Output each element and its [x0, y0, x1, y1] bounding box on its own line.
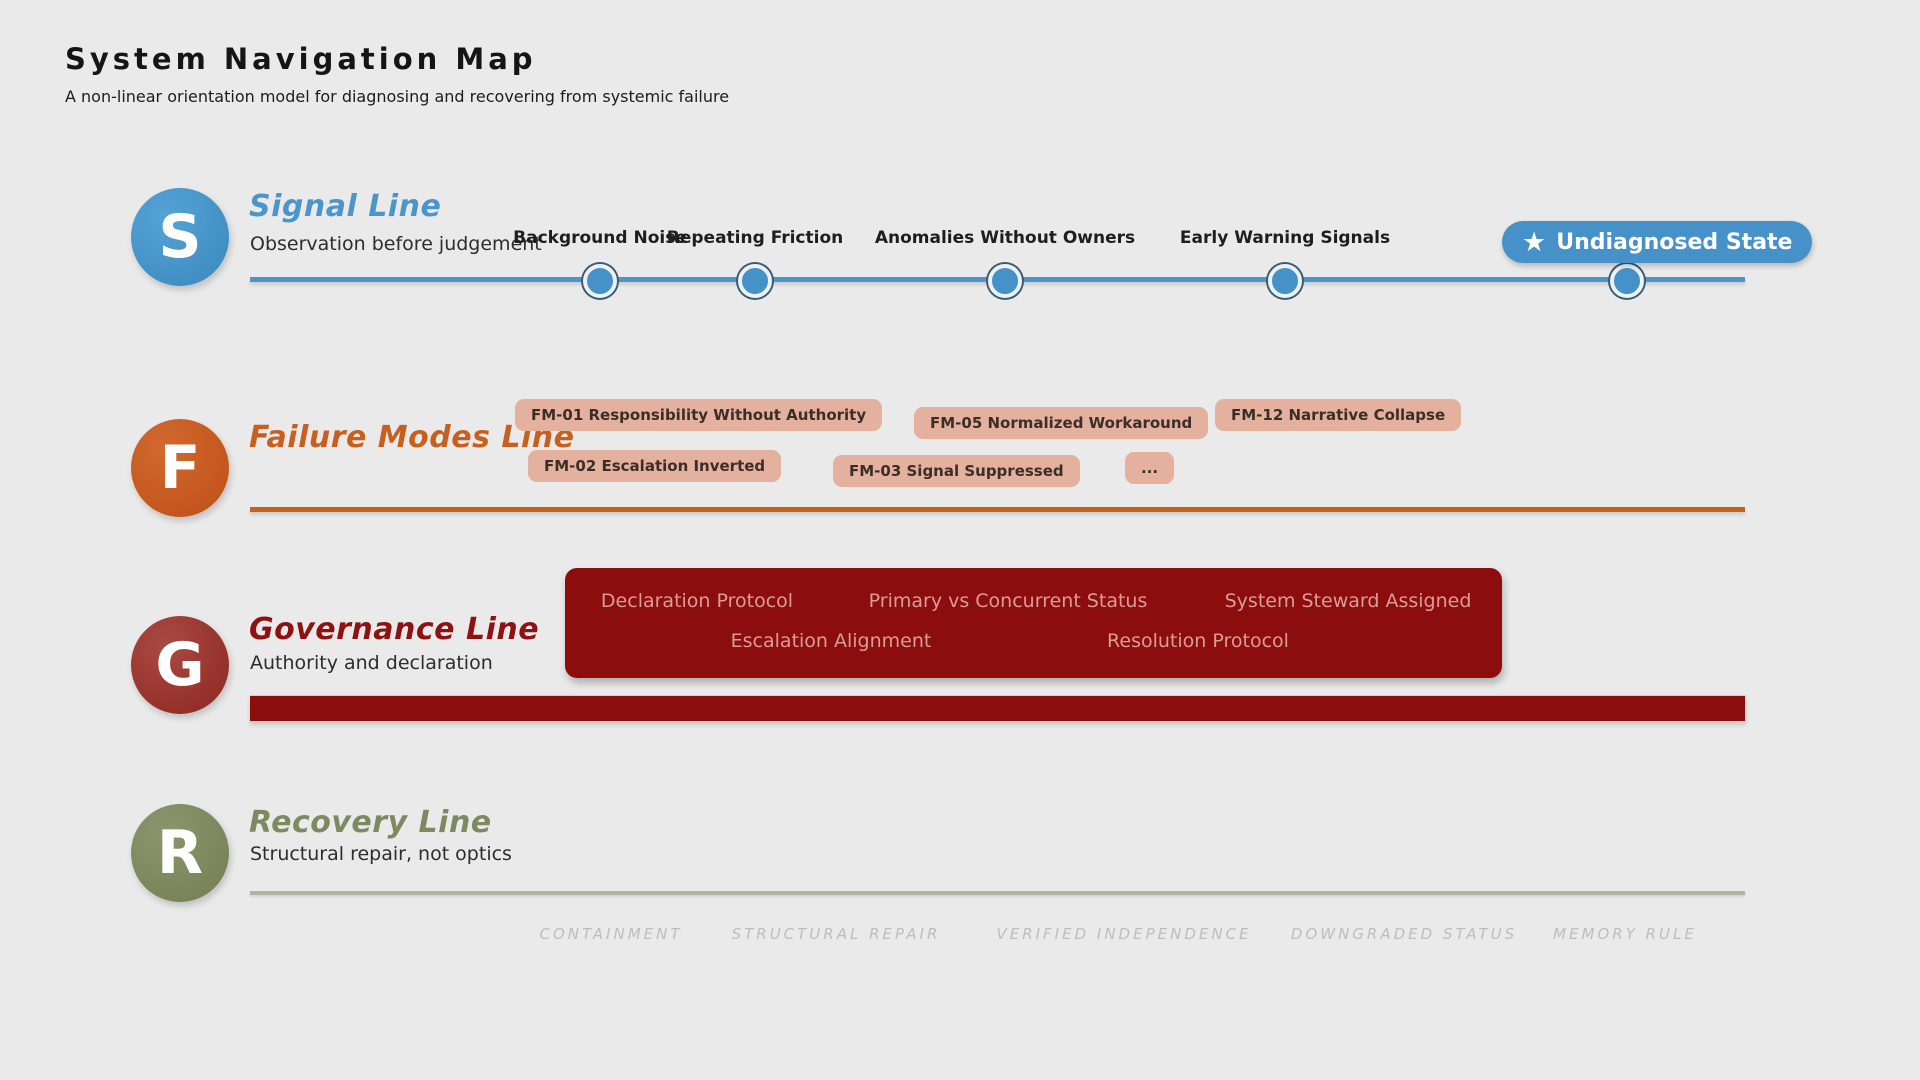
- governance-item: Escalation Alignment: [730, 630, 932, 652]
- recovery-subtitle: Structural repair, not optics: [250, 843, 512, 865]
- star-icon: ★: [1522, 226, 1547, 258]
- recovery-phase: DOWNGRADED STATUS: [1290, 925, 1518, 943]
- recovery-title: Recovery Line: [249, 805, 492, 840]
- governance-item: System Steward Assigned: [1224, 590, 1472, 612]
- failure-mode-tag: FM-12 Narrative Collapse: [1215, 399, 1462, 431]
- recovery-phase: VERIFIED INDEPENDENCE: [996, 925, 1252, 943]
- governance-item: Primary vs Concurrent Status: [868, 590, 1148, 612]
- station-label: Repeating Friction: [666, 228, 844, 248]
- station-label: Anomalies Without Owners: [874, 228, 1136, 248]
- recovery-phase: STRUCTURAL REPAIR: [731, 925, 941, 943]
- recovery-phase: CONTAINMENT: [539, 925, 683, 943]
- failure-mode-tag: FM-03 Signal Suppressed: [833, 455, 1080, 487]
- station-dot: [1610, 264, 1644, 298]
- station-dot: [1268, 264, 1302, 298]
- failure-mode-tag: FM-02 Escalation Inverted: [528, 450, 782, 482]
- governance-item: Resolution Protocol: [1107, 630, 1289, 652]
- station-label: Early Warning Signals: [1179, 228, 1391, 248]
- signal-line-subtitle: Observation before judgement: [250, 233, 542, 255]
- governance-panel: Declaration Protocol Primary vs Concurre…: [565, 568, 1502, 678]
- station-dot: [583, 264, 617, 298]
- recovery-phase: MEMORY RULE: [1553, 925, 1697, 943]
- recovery-track: [250, 891, 1745, 895]
- failure-mode-tag: FM-05 Normalized Workaround: [914, 407, 1209, 439]
- station-dot: [738, 264, 772, 298]
- page-subtitle: A non-linear orientation model for diagn…: [65, 87, 730, 106]
- failure-mode-tag-more: ...: [1125, 452, 1175, 484]
- signal-line-badge: S: [131, 188, 229, 286]
- governance-item: Declaration Protocol: [600, 590, 794, 612]
- recovery-badge: R: [131, 804, 229, 902]
- governance-track: [250, 695, 1746, 722]
- governance-badge: G: [131, 616, 229, 714]
- failure-modes-track: [250, 507, 1745, 512]
- failure-mode-tag: FM-01 Responsibility Without Authority: [515, 399, 883, 431]
- governance-title: Governance Line: [249, 612, 540, 647]
- signal-line-title: Signal Line: [249, 189, 442, 224]
- governance-subtitle: Authority and declaration: [250, 652, 493, 674]
- undiagnosed-state-highlight: ★ Undiagnosed State: [1502, 221, 1813, 263]
- station-label: Background Noise: [513, 228, 687, 248]
- failure-modes-badge: F: [131, 419, 229, 517]
- undiagnosed-state-label: Undiagnosed State: [1556, 229, 1793, 255]
- page-title: System Navigation Map: [65, 42, 537, 76]
- station-dot: [988, 264, 1022, 298]
